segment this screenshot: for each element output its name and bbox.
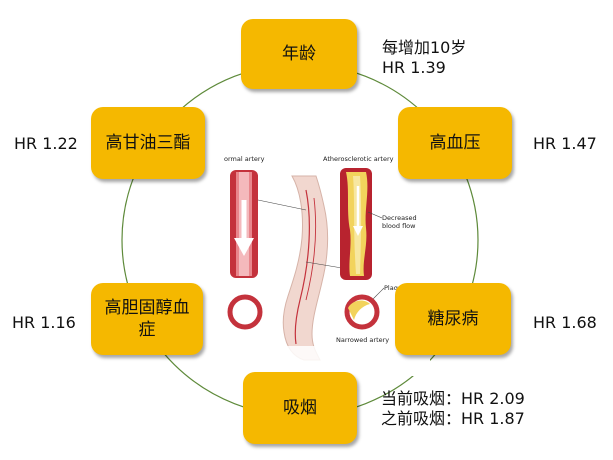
narrowed-artery-label: Narrowed artery (336, 336, 390, 344)
artery-illustration (222, 168, 430, 376)
factor-cholesterol-box: 高胆固醇血症 (91, 283, 203, 355)
factor-diabetes-box: 糖尿病 (395, 283, 511, 355)
factor-age-box: 年龄 (241, 19, 357, 89)
plaque-label: Plaque (384, 284, 406, 292)
athero-artery-label: Atherosclerotic artery (323, 155, 394, 163)
hypertension-hr: HR 1.47 (533, 134, 597, 153)
normal-artery-graphic (227, 170, 263, 330)
leg-graphic (257, 175, 343, 361)
factor-smoking-label: 吸烟 (283, 398, 317, 418)
factor-cholesterol-label: 高胆固醇血症 (104, 298, 190, 340)
factor-hypertension-label: 高血压 (429, 133, 481, 153)
smoking-hr-line1: 当前吸烟：HR 2.09 (381, 389, 525, 408)
age-note-line2: HR 1.39 (382, 58, 446, 77)
athero-artery-graphic (340, 168, 385, 330)
factor-triglycerides-box: 高甘油三酯 (91, 107, 205, 179)
decreased-flow-label-line2: blood flow (382, 222, 416, 230)
triglycerides-hr: HR 1.22 (14, 134, 78, 153)
cholesterol-hr: HR 1.16 (12, 313, 76, 332)
factor-diabetes-label: 糖尿病 (427, 309, 479, 329)
smoking-hr-line2: 之前吸烟：HR 1.87 (381, 409, 525, 428)
factor-triglycerides-label: 高甘油三酯 (105, 133, 191, 153)
age-note-line1: 每增加10岁 (382, 38, 467, 57)
factor-age-label: 年龄 (282, 44, 316, 64)
decreased-flow-label-line1: Decreased (382, 214, 417, 222)
diabetes-hr: HR 1.68 (533, 313, 597, 332)
normal-artery-label: ormal artery (224, 155, 265, 163)
factor-smoking-box: 吸烟 (243, 372, 357, 444)
factor-hypertension-box: 高血压 (398, 107, 512, 179)
